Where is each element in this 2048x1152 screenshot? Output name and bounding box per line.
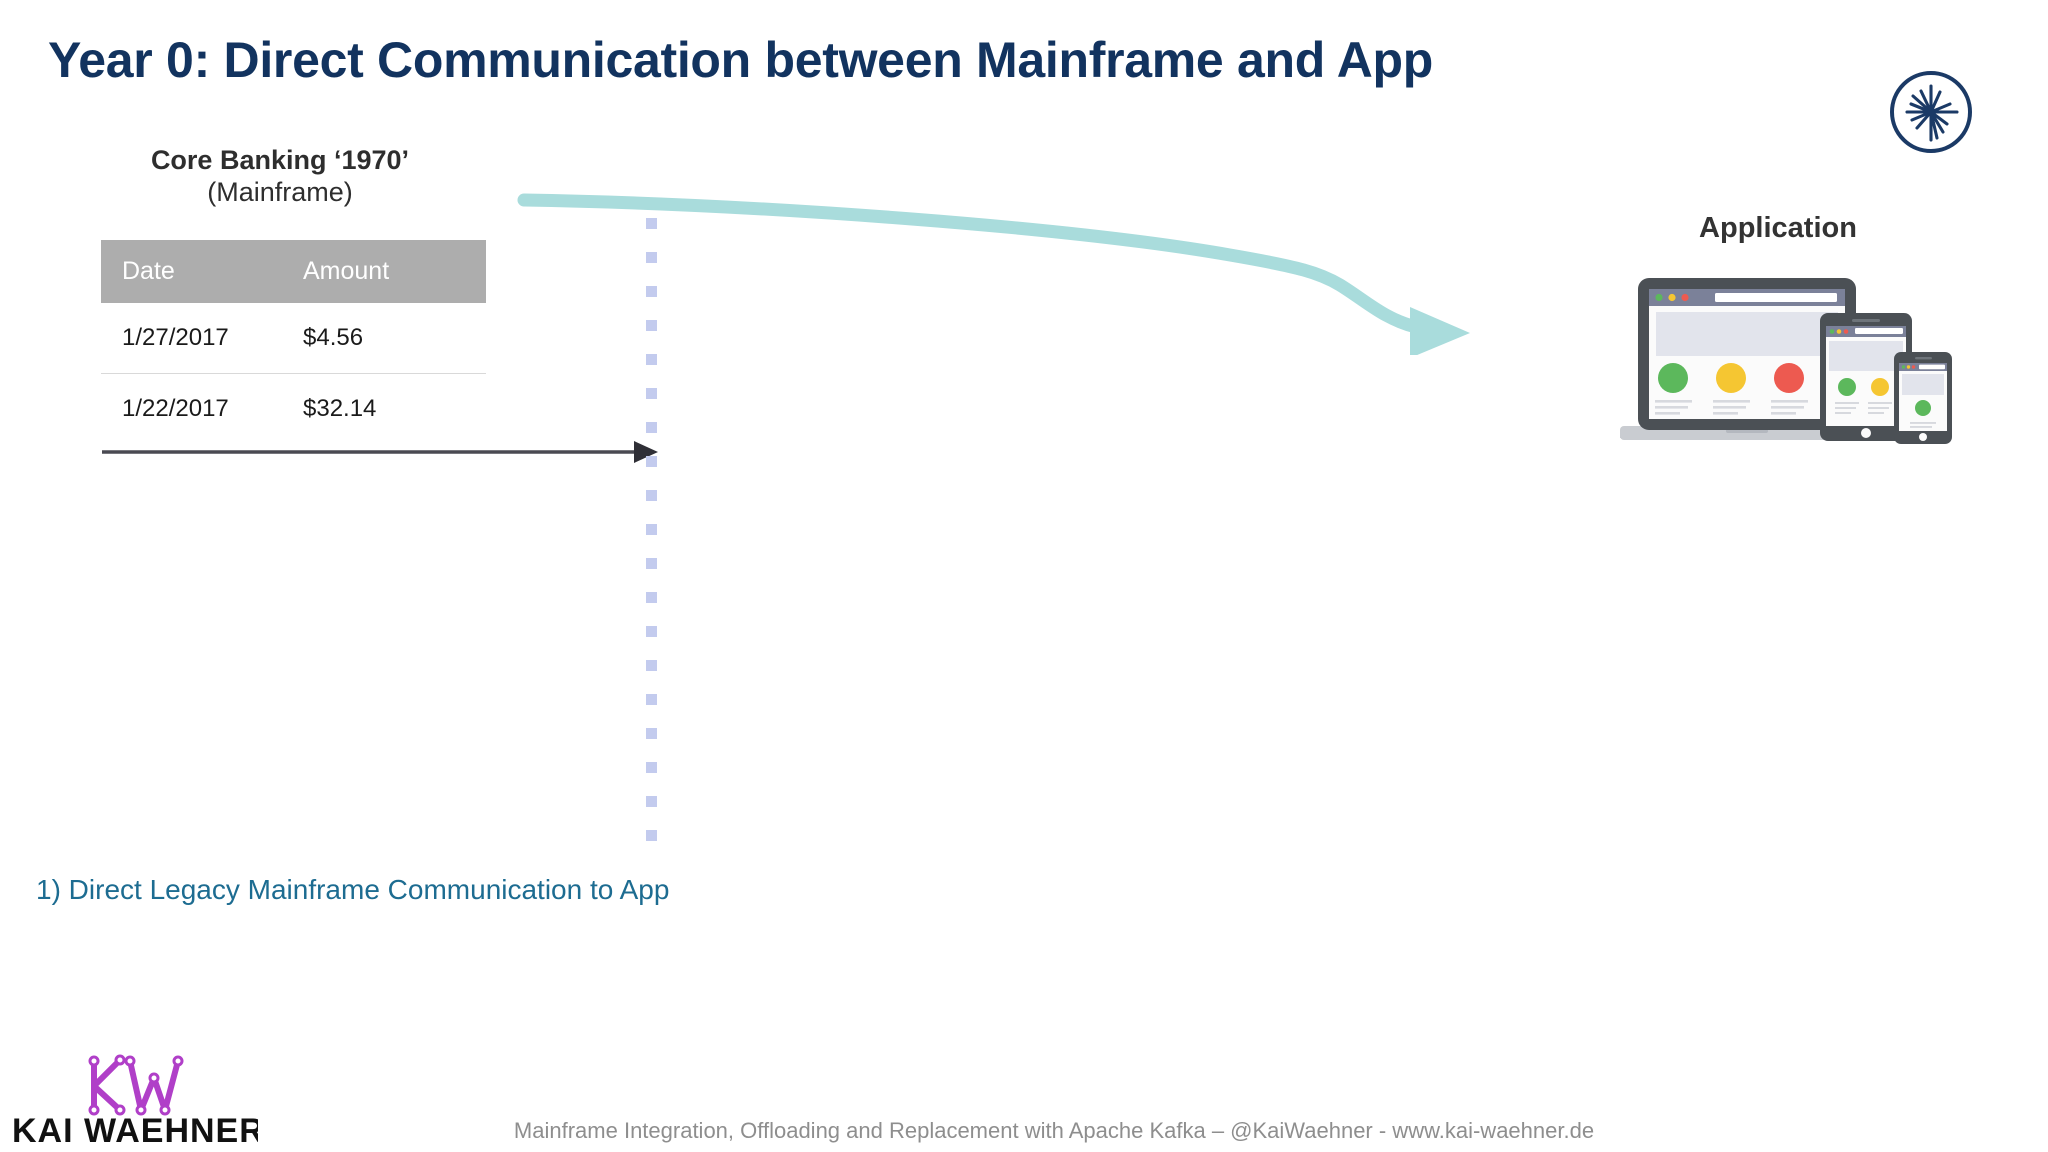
mainframe-title: Core Banking ‘1970’ bbox=[150, 145, 410, 175]
svg-text:KAI WAEHNER: KAI WAEHNER bbox=[12, 1112, 258, 1146]
confluent-starburst-logo bbox=[1887, 68, 1975, 156]
divider-dot bbox=[646, 728, 657, 739]
cell-amount: $32.14 bbox=[303, 395, 377, 422]
cell-date: 1/27/2017 bbox=[122, 324, 229, 351]
divider-dot bbox=[646, 286, 657, 297]
cell-amount: $4.56 bbox=[303, 324, 364, 351]
divider-dot bbox=[646, 252, 657, 263]
table-row: 1/22/2017 $32.14 bbox=[101, 374, 486, 444]
divider-dot bbox=[646, 694, 657, 705]
application-block: Application bbox=[1600, 212, 1980, 462]
divider-dot bbox=[646, 354, 657, 365]
column-header-amount: Amount bbox=[303, 257, 390, 285]
divider-dot bbox=[646, 660, 657, 671]
divider-dot bbox=[646, 830, 657, 841]
divider-dot bbox=[646, 456, 657, 467]
mainframe-transactions-table: Date Amount 1/27/2017 $4.56 1/22/2017 $3… bbox=[101, 240, 486, 444]
divider-dot bbox=[646, 558, 657, 569]
divider-dot bbox=[646, 626, 657, 637]
vertical-dotted-divider bbox=[646, 218, 658, 858]
mainframe-heading-block: Core Banking ‘1970’ (Mainframe) bbox=[70, 145, 520, 209]
footer-note: Mainframe Integration, Offloading and Re… bbox=[513, 1118, 1595, 1143]
cell-date: 1/22/2017 bbox=[122, 395, 229, 422]
page-title: Year 0: Direct Communication between Mai… bbox=[48, 32, 1434, 88]
table-row: 1/27/2017 $4.56 bbox=[101, 303, 486, 374]
kai-waehner-logo: KAI WAEHNER bbox=[8, 1048, 264, 1150]
table-header-row: Date Amount bbox=[101, 240, 486, 303]
devices-illustration bbox=[1618, 260, 1958, 450]
divider-dot bbox=[646, 762, 657, 773]
divider-dot bbox=[646, 524, 657, 535]
application-label: Application bbox=[1699, 212, 1857, 244]
divider-dot bbox=[646, 490, 657, 501]
step-caption: 1) Direct Legacy Mainframe Communication… bbox=[36, 874, 670, 905]
divider-dot bbox=[646, 320, 657, 331]
divider-dot bbox=[646, 422, 657, 433]
divider-dot bbox=[646, 796, 657, 807]
divider-dot bbox=[646, 218, 657, 229]
mainframe-subtitle: (Mainframe) bbox=[207, 176, 353, 207]
divider-dot bbox=[646, 388, 657, 399]
direct-communication-arrow bbox=[102, 428, 662, 476]
column-header-date: Date bbox=[122, 257, 175, 285]
divider-dot bbox=[646, 592, 657, 603]
mainframe-to-app-arrow bbox=[510, 175, 1610, 358]
